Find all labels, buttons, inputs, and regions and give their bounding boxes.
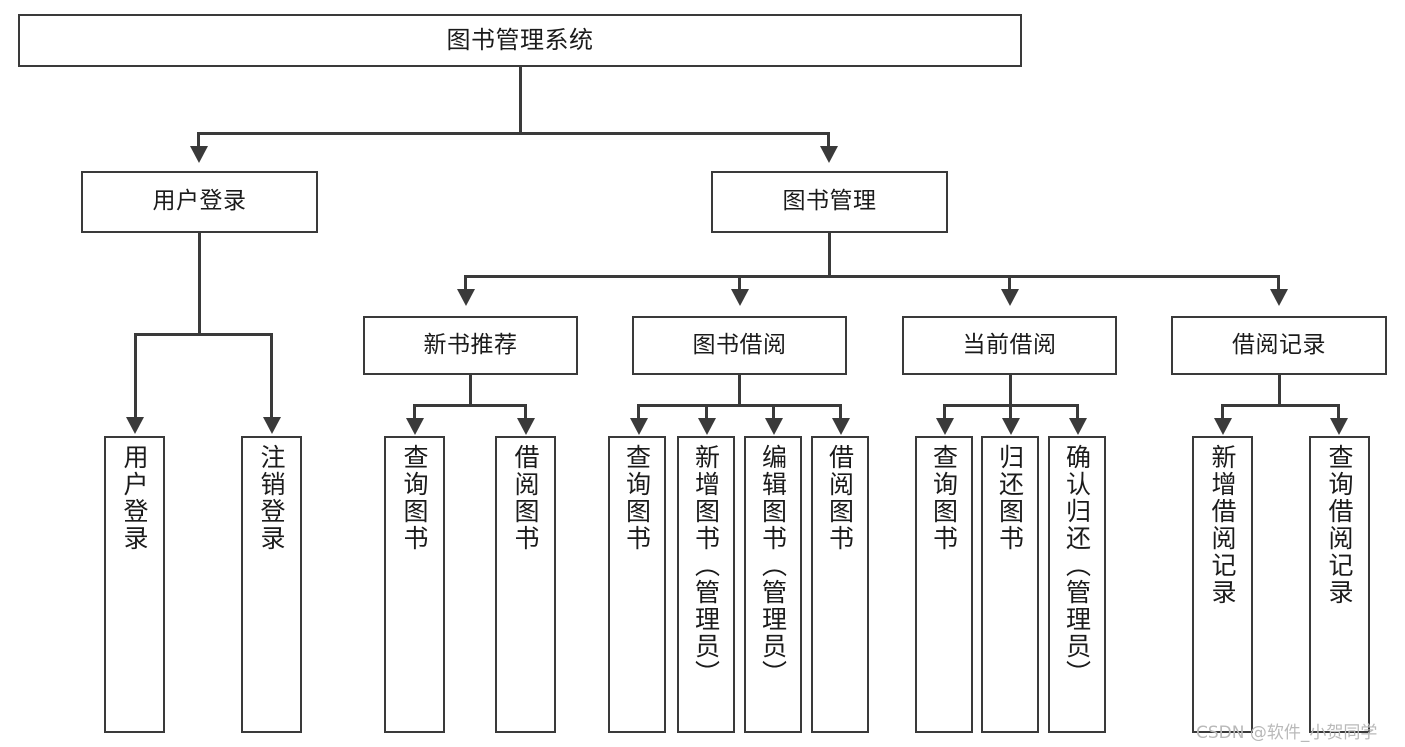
connector-bb-to-leaf-1 [705, 404, 708, 420]
connector-bb-to-leaf-2 [772, 404, 775, 420]
leaf-borrow-book-recommend[interactable]: 借阅图书 [495, 436, 556, 733]
arrow-user-login-to-leaf-0 [126, 417, 144, 434]
node-borrow-record[interactable]: 借阅记录 [1171, 316, 1387, 375]
leaf-add-borrow-record[interactable]: 新增借阅记录 [1192, 436, 1253, 733]
connector-br-to-leaf-1 [1337, 404, 1340, 420]
arrow-bm-to-borrow-record [1270, 289, 1288, 306]
node-book-management[interactable]: 图书管理 [711, 171, 948, 233]
arrow-new-book-to-leaf-1 [517, 418, 535, 435]
node-label: 用户登录 [120, 444, 149, 552]
arrow-bm-to-current-borrow [1001, 289, 1019, 306]
node-label: 当前借阅 [962, 331, 1057, 358]
node-label: 确认归还（管理员） [1062, 444, 1092, 687]
leaf-return-book[interactable]: 归还图书 [981, 436, 1039, 733]
arrow-bb-to-leaf-3 [832, 418, 850, 435]
connector-borrow-record-stem [1278, 375, 1281, 406]
arrow-root-to-book-management [820, 146, 838, 163]
connector-bm-to-borrow-record [1277, 275, 1280, 292]
connector-root-bar [197, 132, 830, 135]
node-label: 归还图书 [995, 444, 1025, 552]
node-label: 注销登录 [257, 444, 286, 552]
connector-user-login-bar [134, 333, 273, 336]
arrow-bm-to-book-borrow [731, 289, 749, 306]
connector-bm-to-current-borrow [1008, 275, 1011, 292]
connector-new-book-to-leaf-1 [524, 404, 527, 420]
connector-new-book-stem [469, 375, 472, 406]
node-label: 借阅记录 [1232, 331, 1326, 358]
arrow-bm-to-new-book [457, 289, 475, 306]
node-current-borrow[interactable]: 当前借阅 [902, 316, 1117, 375]
arrow-bb-to-leaf-1 [698, 418, 716, 435]
connector-new-book-bar [413, 404, 527, 407]
arrow-bb-to-leaf-0 [630, 418, 648, 435]
leaf-query-borrow-record[interactable]: 查询借阅记录 [1309, 436, 1370, 733]
node-label: 图书管理系统 [446, 26, 594, 55]
leaf-user-login[interactable]: 用户登录 [104, 436, 165, 733]
watermark-text: CSDN @软件_小贺同学 [1196, 723, 1378, 743]
connector-root-stem [519, 67, 522, 134]
leaf-edit-book[interactable]: 编辑图书（管理员） [744, 436, 802, 733]
leaf-borrow-book[interactable]: 借阅图书 [811, 436, 869, 733]
connector-bm-to-book-borrow [738, 275, 741, 292]
node-label: 用户登录 [152, 188, 247, 215]
connector-new-book-to-leaf-0 [413, 404, 416, 420]
connector-bb-to-leaf-3 [839, 404, 842, 420]
connector-cb-to-leaf-1 [1009, 404, 1012, 420]
node-new-book-recommend[interactable]: 新书推荐 [363, 316, 578, 375]
leaf-query-book-recommend[interactable]: 查询图书 [384, 436, 445, 733]
arrow-br-to-leaf-0 [1214, 418, 1232, 435]
node-label: 新书推荐 [423, 331, 518, 358]
node-label: 借阅图书 [825, 444, 855, 552]
connector-user-login-to-leaf-0 [134, 333, 137, 419]
leaf-query-book-current[interactable]: 查询图书 [915, 436, 973, 733]
node-root-system[interactable]: 图书管理系统 [18, 14, 1022, 67]
arrow-cb-to-leaf-2 [1069, 418, 1087, 435]
node-label: 查询图书 [929, 444, 959, 552]
connector-root-to-user-login [197, 132, 200, 149]
node-book-borrow[interactable]: 图书借阅 [632, 316, 847, 375]
arrow-user-login-to-leaf-1 [263, 417, 281, 434]
node-label: 新增图书（管理员） [691, 444, 721, 687]
leaf-logout-login[interactable]: 注销登录 [241, 436, 302, 733]
connector-borrow-record-bar [1221, 404, 1340, 407]
node-label: 查询借阅记录 [1325, 444, 1354, 606]
node-label: 借阅图书 [511, 444, 540, 552]
connector-user-login-stem [198, 233, 201, 335]
leaf-confirm-return[interactable]: 确认归还（管理员） [1048, 436, 1106, 733]
connector-current-borrow-stem [1009, 375, 1012, 406]
connector-book-borrow-bar [637, 404, 842, 407]
arrow-br-to-leaf-1 [1330, 418, 1348, 435]
connector-root-to-book-management [827, 132, 830, 149]
node-label: 图书借阅 [692, 331, 787, 358]
node-label: 新增借阅记录 [1208, 444, 1237, 606]
connector-cb-to-leaf-2 [1076, 404, 1079, 420]
connector-br-to-leaf-0 [1221, 404, 1224, 420]
connector-bb-to-leaf-0 [637, 404, 640, 420]
connector-book-management-bar [464, 275, 1280, 278]
node-label: 查询图书 [400, 444, 429, 552]
connector-cb-to-leaf-0 [943, 404, 946, 420]
node-label: 查询图书 [622, 444, 652, 552]
connector-bm-to-new-book [464, 275, 467, 292]
connector-book-management-stem [828, 233, 831, 277]
node-user-login[interactable]: 用户登录 [81, 171, 318, 233]
node-label: 编辑图书（管理员） [758, 444, 788, 687]
arrow-root-to-user-login [190, 146, 208, 163]
arrow-cb-to-leaf-0 [936, 418, 954, 435]
arrow-new-book-to-leaf-0 [406, 418, 424, 435]
connector-user-login-to-leaf-1 [270, 333, 273, 419]
arrow-bb-to-leaf-2 [765, 418, 783, 435]
leaf-query-book-borrow[interactable]: 查询图书 [608, 436, 666, 733]
node-label: 图书管理 [782, 188, 877, 215]
connector-book-borrow-stem [738, 375, 741, 406]
leaf-add-book[interactable]: 新增图书（管理员） [677, 436, 735, 733]
arrow-cb-to-leaf-1 [1002, 418, 1020, 435]
